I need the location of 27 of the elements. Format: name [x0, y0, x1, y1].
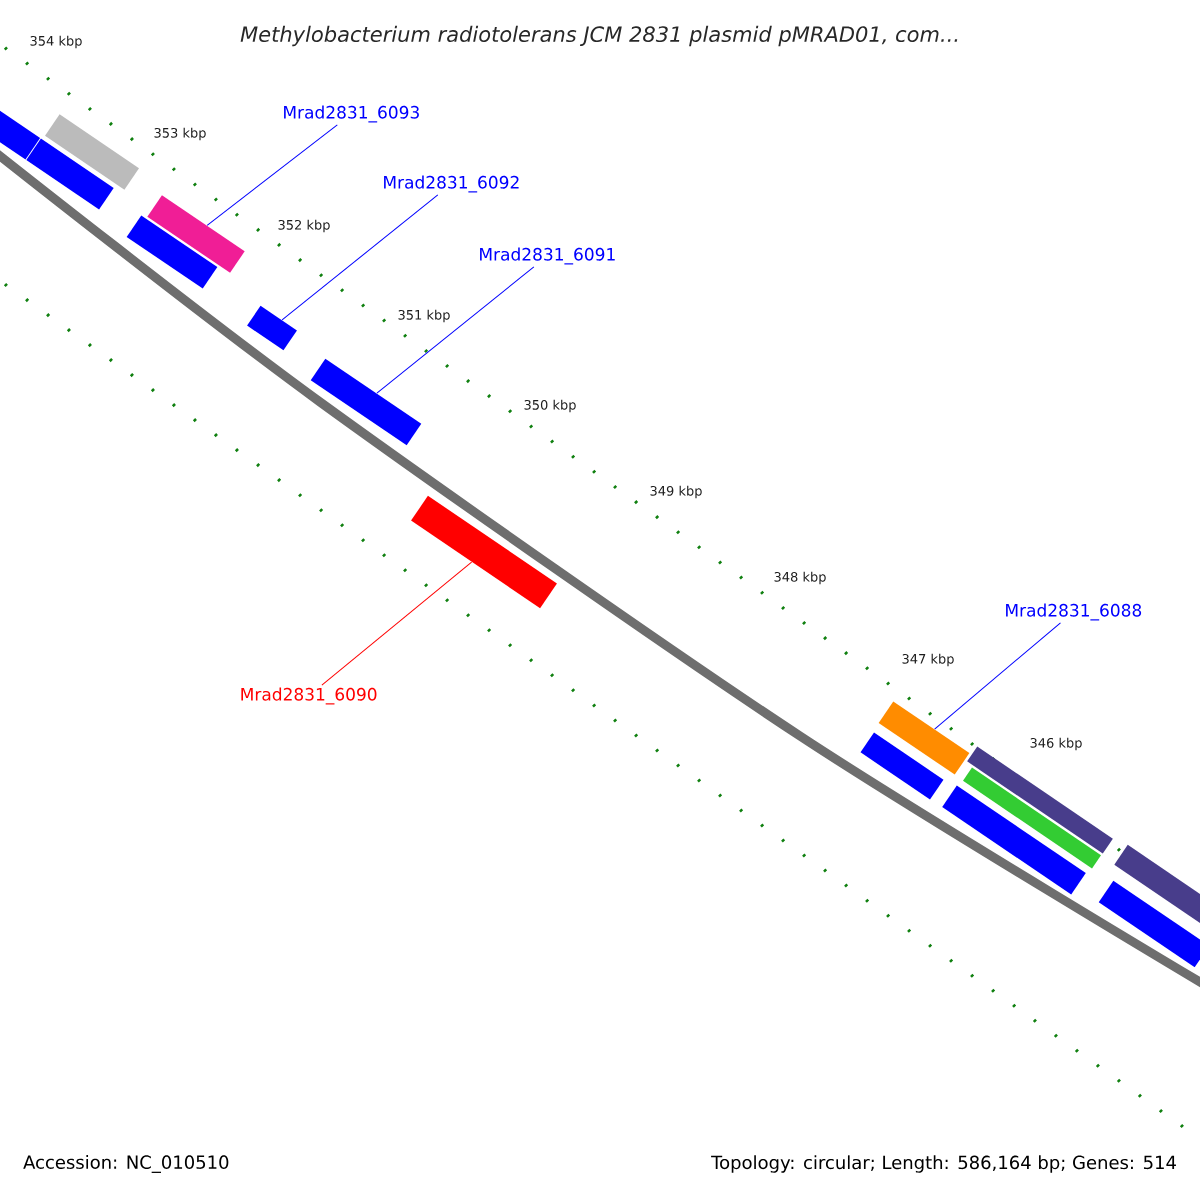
gene-bar — [1098, 880, 1200, 968]
accession-text: Accession: NC_010510 — [23, 1155, 229, 1173]
summary-text: Topology: circular; Length: 586,164 bp; Genes: 514 — [711, 1155, 1176, 1173]
gene-label: Mrad2831_6090 — [241, 687, 377, 705]
gene-bar — [963, 767, 1101, 869]
gene-bar — [860, 732, 944, 800]
gene-bar — [942, 785, 1086, 895]
leader-line — [934, 622, 1061, 730]
gene-label: Mrad2831_6091 — [480, 247, 615, 265]
gene-bar — [126, 215, 218, 289]
gene-bar — [310, 358, 422, 446]
gene-label: Mrad2831_6092 — [384, 175, 519, 193]
gene-label: Mrad2831_6088 — [1006, 603, 1142, 621]
gene-bar — [26, 138, 114, 210]
leader-line — [321, 561, 473, 686]
gene-bar — [878, 701, 970, 775]
gene-bar — [1114, 844, 1200, 924]
leader-line — [206, 124, 338, 226]
gene-bar — [147, 195, 245, 273]
title: Methylobacterium radiotolerans JCM 2831 plasmid pMRAD01, com... — [240, 25, 958, 47]
gene-bar — [967, 746, 1113, 854]
leader-line — [281, 194, 439, 321]
leader-line — [376, 266, 535, 394]
gene-label: Mrad2831_6093 — [284, 105, 419, 123]
gene-bar — [45, 114, 139, 190]
gene-bar — [411, 495, 557, 609]
gene-bar — [247, 305, 297, 351]
